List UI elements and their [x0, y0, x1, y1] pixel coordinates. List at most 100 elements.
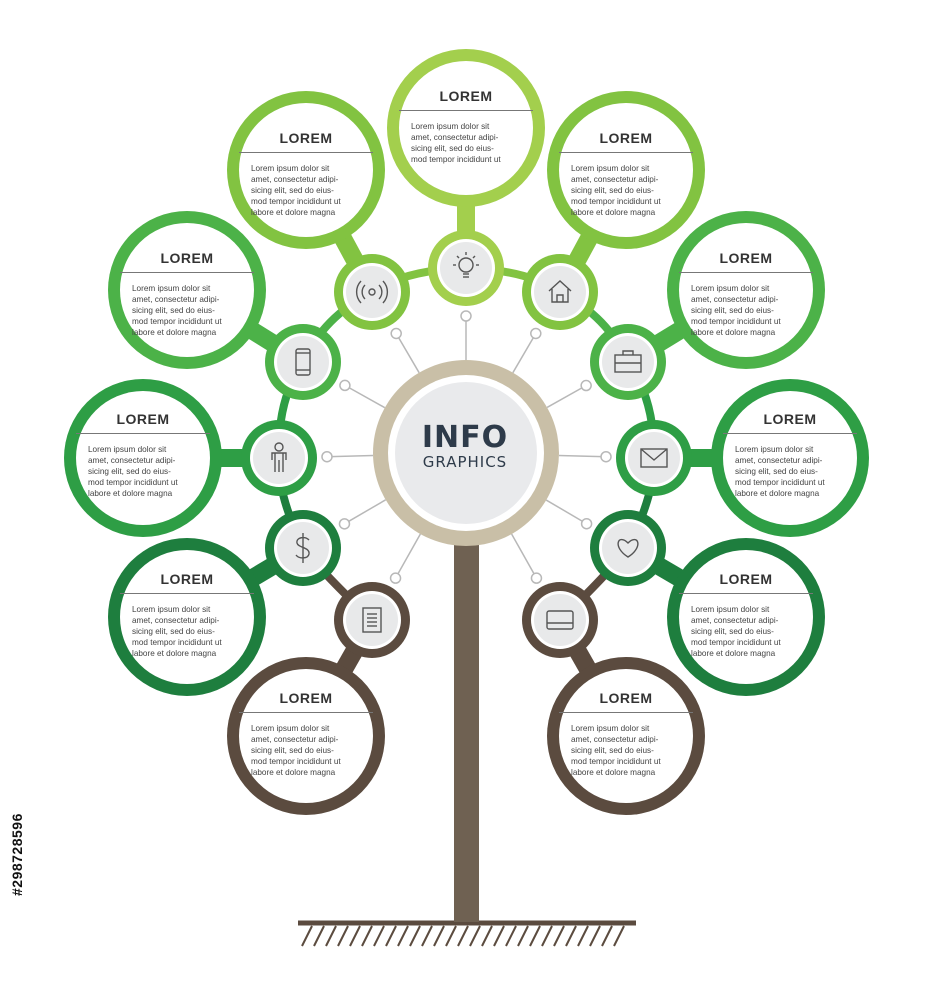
node-title: LOREM [116, 411, 170, 427]
icon-face [602, 336, 654, 388]
connector-dot [580, 379, 592, 392]
node-divider [239, 152, 373, 153]
icon-face [628, 432, 680, 484]
node-divider [120, 593, 254, 594]
connector-dot [530, 327, 542, 340]
node-title: LOREM [439, 88, 493, 104]
icon-face [534, 266, 586, 318]
lightbulb-icon [453, 252, 479, 278]
center-label: INFO GRAPHICS [395, 420, 535, 471]
node-body: Lorem ipsum dolor sit amet, consectetur … [132, 605, 222, 658]
node-face [120, 550, 254, 684]
node-divider [723, 433, 857, 434]
node-divider [399, 110, 533, 111]
node-body: Lorem ipsum dolor sit amet, consectetur … [411, 122, 501, 164]
icon-face [602, 522, 654, 574]
node-face [723, 391, 857, 525]
node-face [120, 223, 254, 357]
node-divider [120, 272, 254, 273]
house-icon [548, 280, 572, 303]
node-title: LOREM [719, 571, 773, 587]
node-title: LOREM [599, 690, 653, 706]
node-text-lower-left: LOREM Lorem ipsum dolor sit amet, consect… [112, 571, 262, 659]
icon-face [277, 336, 329, 388]
connector-dot [600, 450, 612, 463]
connector-dot [390, 327, 402, 340]
node-title: LOREM [599, 130, 653, 146]
connector-dot [460, 310, 472, 322]
node-text-top: LOREM Lorem ipsum dolor sit amet, consect… [391, 88, 541, 165]
node-title: LOREM [160, 250, 214, 266]
connector-dot [530, 572, 543, 584]
node-body: Lorem ipsum dolor sit amet, consectetur … [735, 445, 825, 498]
node-face [559, 669, 693, 803]
connector-line [546, 384, 587, 409]
envelope-icon [640, 448, 668, 468]
node-face [679, 550, 813, 684]
node-body: Lorem ipsum dolor sit amet, consectetur … [691, 605, 781, 658]
node-text-bottom-right: LOREM Lorem ipsum dolor sit amet, consect… [551, 690, 701, 778]
trunk [454, 540, 479, 922]
stock-id-text: #298728596 [9, 813, 25, 896]
node-body: Lorem ipsum dolor sit amet, consectetur … [571, 724, 661, 777]
connector-dot [580, 517, 593, 530]
node-divider [679, 593, 813, 594]
icon-face [346, 594, 398, 646]
node-face [76, 391, 210, 525]
node-face [559, 103, 693, 237]
connector-line [326, 454, 374, 458]
connector-line [545, 499, 587, 525]
node-face [399, 61, 533, 195]
node-body: Lorem ipsum dolor sit amet, consectetur … [691, 284, 781, 337]
center-badge [373, 360, 559, 546]
node-text-lower-right: LOREM Lorem ipsum dolor sit amet, consect… [671, 571, 821, 659]
connector-line [344, 384, 386, 409]
center-subtitle: GRAPHICS [422, 453, 508, 471]
wifi-signal-icon [355, 280, 389, 304]
node-divider [559, 712, 693, 713]
node-title: LOREM [279, 690, 333, 706]
node-face [679, 223, 813, 357]
connector-line [395, 333, 420, 374]
icon-face [346, 266, 398, 318]
connector-dot [389, 572, 402, 584]
connector-line [344, 499, 387, 525]
ground [298, 920, 636, 947]
node-body: Lorem ipsum dolor sit amet, consectetur … [88, 445, 178, 498]
center-title: INFO [421, 420, 509, 455]
icon-face [253, 432, 305, 484]
node-divider [679, 272, 813, 273]
node-text-upper-left: LOREM Lorem ipsum dolor sit amet, consect… [231, 130, 381, 218]
connector-line [558, 454, 607, 458]
node-divider [559, 152, 693, 153]
briefcase-icon [614, 350, 642, 373]
node-title: LOREM [763, 411, 817, 427]
connector-line [510, 533, 538, 579]
node-text-middle-left: LOREM Lorem ipsum dolor sit amet, consect… [68, 411, 218, 499]
connector-dot [321, 450, 333, 463]
node-title: LOREM [160, 571, 214, 587]
icon-face [534, 594, 586, 646]
node-divider [239, 712, 373, 713]
node-text-bottom-left: LOREM Lorem ipsum dolor sit amet, consect… [231, 690, 381, 778]
node-face [239, 103, 373, 237]
node-body: Lorem ipsum dolor sit amet, consectetur … [251, 164, 341, 217]
icon-face [440, 242, 492, 294]
heart-icon [617, 538, 639, 558]
connector-line [394, 533, 422, 579]
node-body: Lorem ipsum dolor sit amet, consectetur … [251, 724, 341, 777]
node-title: LOREM [719, 250, 773, 266]
document-icon [362, 607, 382, 633]
node-text-middle-right: LOREM Lorem ipsum dolor sit amet, consect… [715, 411, 865, 499]
person-icon [271, 442, 287, 472]
node-text-mid-upper-right: LOREM Lorem ipsum dolor sit amet, consect… [671, 250, 821, 338]
card-icon [546, 610, 574, 630]
dollar-icon [295, 533, 310, 563]
stock-id-label: #298728596 [2, 760, 32, 900]
node-title: LOREM [279, 130, 333, 146]
connector-dot [338, 518, 351, 530]
